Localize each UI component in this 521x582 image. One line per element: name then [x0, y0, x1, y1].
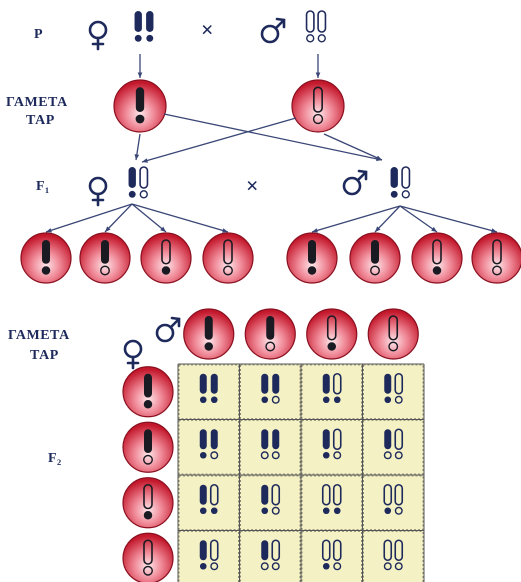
- punnett-cell-genotype-r2-c4: [383, 428, 404, 460]
- arrow-male-gamete-to-f1-male: [323, 133, 383, 161]
- f1-male-gamete-3: [411, 232, 463, 284]
- cross-sign-p: ×: [201, 17, 214, 42]
- punnett-row-gamete-2: [122, 421, 174, 473]
- arrow-male-gamete-to-f1-female: [141, 117, 297, 163]
- f2-label: F₂: [48, 451, 62, 466]
- male-symbol-p: [260, 17, 286, 44]
- arrow-f1-male-gamete-4: [399, 205, 498, 233]
- arrow-f1-female-gamete-1: [45, 203, 133, 233]
- gametes-label-top-2: ТАР: [26, 113, 55, 128]
- arrow-f1-female-gamete-2: [104, 203, 133, 233]
- punnett-cell: [178, 475, 239, 530]
- punnett-cell-genotype-r2-c2: [260, 429, 280, 460]
- punnett-col-gamete-1: [183, 308, 235, 360]
- f1-label: F₁: [36, 179, 50, 194]
- punnett-cell: [178, 531, 239, 582]
- punnett-cell: [363, 364, 424, 419]
- f1-female-gamete-1: [20, 232, 72, 284]
- punnett-cell-genotype-r3-c3: [321, 483, 342, 515]
- punnett-col-gamete-4: [367, 308, 419, 360]
- parents-label: P: [34, 27, 43, 42]
- f1-male-gamete-4: [471, 232, 521, 284]
- arrow-f1-female-gamete-4: [131, 203, 229, 233]
- gametes-label-bottom-1: ГАМЕТА: [8, 328, 70, 343]
- punnett-row-gamete-3: [122, 477, 174, 529]
- arrow-f1-male-gamete-1: [311, 205, 401, 233]
- punnett-cell-genotype-r2-c1: [199, 429, 219, 460]
- punnett-cell-genotype-r4-c1: [199, 539, 219, 571]
- punnett-cell-genotype-r4-c3: [321, 539, 342, 571]
- male-parent-genotype: [305, 10, 327, 43]
- gametes-label-top-1: ГАМЕТА: [6, 95, 68, 110]
- punnett-row-gamete-1: [122, 366, 174, 418]
- arrow-female-gamete-to-f1-male: [163, 113, 383, 162]
- arrow-p-female-to-gamete: [137, 54, 143, 78]
- punnett-cell: [301, 531, 362, 582]
- punnett-cell-genotype-r4-c4: [383, 539, 404, 571]
- gametes-label-bottom-2: ТАР: [30, 348, 59, 363]
- punnett-cell-genotype-r3-c1: [199, 483, 219, 515]
- punnett-cell-genotype-r1-c2: [261, 373, 280, 404]
- punnett-cell: [240, 364, 301, 419]
- arrow-p-male-to-gamete: [315, 54, 321, 78]
- female-parent-genotype: [134, 11, 154, 42]
- male-symbol-f1: [342, 169, 368, 196]
- punnett-cell-genotype-r2-c3: [322, 428, 342, 460]
- punnett-cell: [301, 420, 362, 475]
- punnett-cell: [178, 420, 239, 475]
- f1-female-genotype: [128, 166, 149, 199]
- gamete-parent-female: [113, 79, 167, 133]
- f1-female-gamete-2: [79, 232, 131, 284]
- gamete-parent-male: [291, 79, 345, 133]
- punnett-cell: [240, 420, 301, 475]
- arrow-f1-male-gamete-3: [399, 205, 438, 233]
- f1-female-gamete-3: [140, 232, 192, 284]
- punnett-cell: [363, 420, 424, 475]
- f1-male-gamete-1: [286, 232, 338, 284]
- punnett-cell: [301, 475, 362, 530]
- punnett-cell-genotype-r1-c4: [384, 372, 404, 404]
- female-symbol-punnett: [123, 339, 143, 370]
- f1-female-gamete-4: [202, 232, 254, 284]
- arrow-f1-female-gamete-3: [131, 203, 167, 233]
- punnett-col-gamete-3: [306, 308, 358, 360]
- arrow-female-gamete-to-f1-female: [134, 133, 141, 161]
- female-symbol-f1: [88, 176, 108, 207]
- cross-sign-f1: ×: [246, 173, 259, 198]
- male-symbol-punnett: [155, 316, 181, 343]
- punnett-row-gamete-4: [122, 532, 174, 582]
- punnett-cell: [240, 531, 301, 582]
- punnett-cell: [363, 531, 424, 582]
- punnett-cell: [363, 475, 424, 530]
- f1-male-gamete-2: [349, 232, 401, 284]
- punnett-cell-genotype-r1-c1: [199, 373, 218, 404]
- f1-male-genotype: [390, 166, 411, 199]
- punnett-cell-genotype-r3-c2: [261, 483, 281, 515]
- arrow-f1-male-gamete-2: [374, 205, 401, 233]
- punnett-cell: [178, 364, 239, 419]
- diagram-content: [20, 10, 521, 582]
- female-symbol-p: [88, 20, 108, 51]
- punnett-col-gamete-2: [244, 308, 296, 360]
- punnett-cell: [301, 364, 362, 419]
- punnett-cell-genotype-r1-c3: [322, 372, 342, 404]
- punnett-cell-genotype-r3-c4: [383, 483, 404, 515]
- punnett-cell: [240, 475, 301, 530]
- punnett-cell-genotype-r4-c2: [260, 539, 281, 571]
